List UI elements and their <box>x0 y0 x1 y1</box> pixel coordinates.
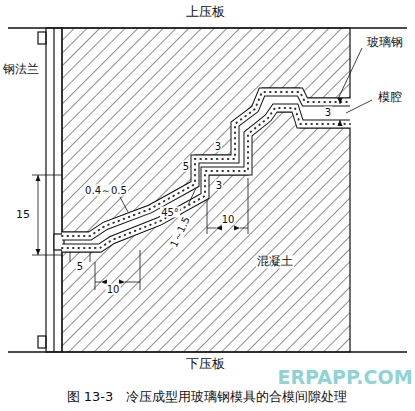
dimension: 15 <box>15 209 31 221</box>
part-label: 钢法兰 <box>2 63 40 76</box>
part-label: 模腔 <box>377 91 403 104</box>
part-label: 混凝土 <box>256 255 294 268</box>
frp-texture <box>62 108 350 248</box>
watermark: ERPAPP.COM <box>276 367 413 388</box>
dimension: 10 <box>106 284 121 295</box>
dimension: 3 <box>214 141 222 152</box>
frp-layer <box>62 108 350 248</box>
part-label: 玻璃钢 <box>366 36 404 49</box>
arrowhead <box>216 226 222 231</box>
arrowhead <box>338 120 343 126</box>
lower-mold <box>62 112 350 352</box>
dimension: 5 <box>182 161 190 172</box>
dimension: 5 <box>76 261 84 272</box>
dimension-lines <box>32 48 372 290</box>
dimension: 45° <box>160 207 180 218</box>
dimension: 3 <box>324 107 332 118</box>
figure-caption: 图 13-3 冷压成型用玻璃钢模具的合模间隙处理 <box>66 390 349 404</box>
frp-layer <box>62 92 350 236</box>
upper-plate-label: 上压板 <box>185 5 226 19</box>
frp-texture <box>62 92 350 236</box>
dimension: 3 <box>215 180 223 191</box>
dimension: 10 <box>221 214 236 225</box>
lower-plate-label: 下压板 <box>185 357 226 371</box>
frp-layer <box>62 108 350 248</box>
steel-flange <box>38 28 64 352</box>
dimension: 0.4～0.5 <box>84 185 128 196</box>
frp-layer <box>62 92 350 236</box>
arrowhead <box>234 226 240 231</box>
